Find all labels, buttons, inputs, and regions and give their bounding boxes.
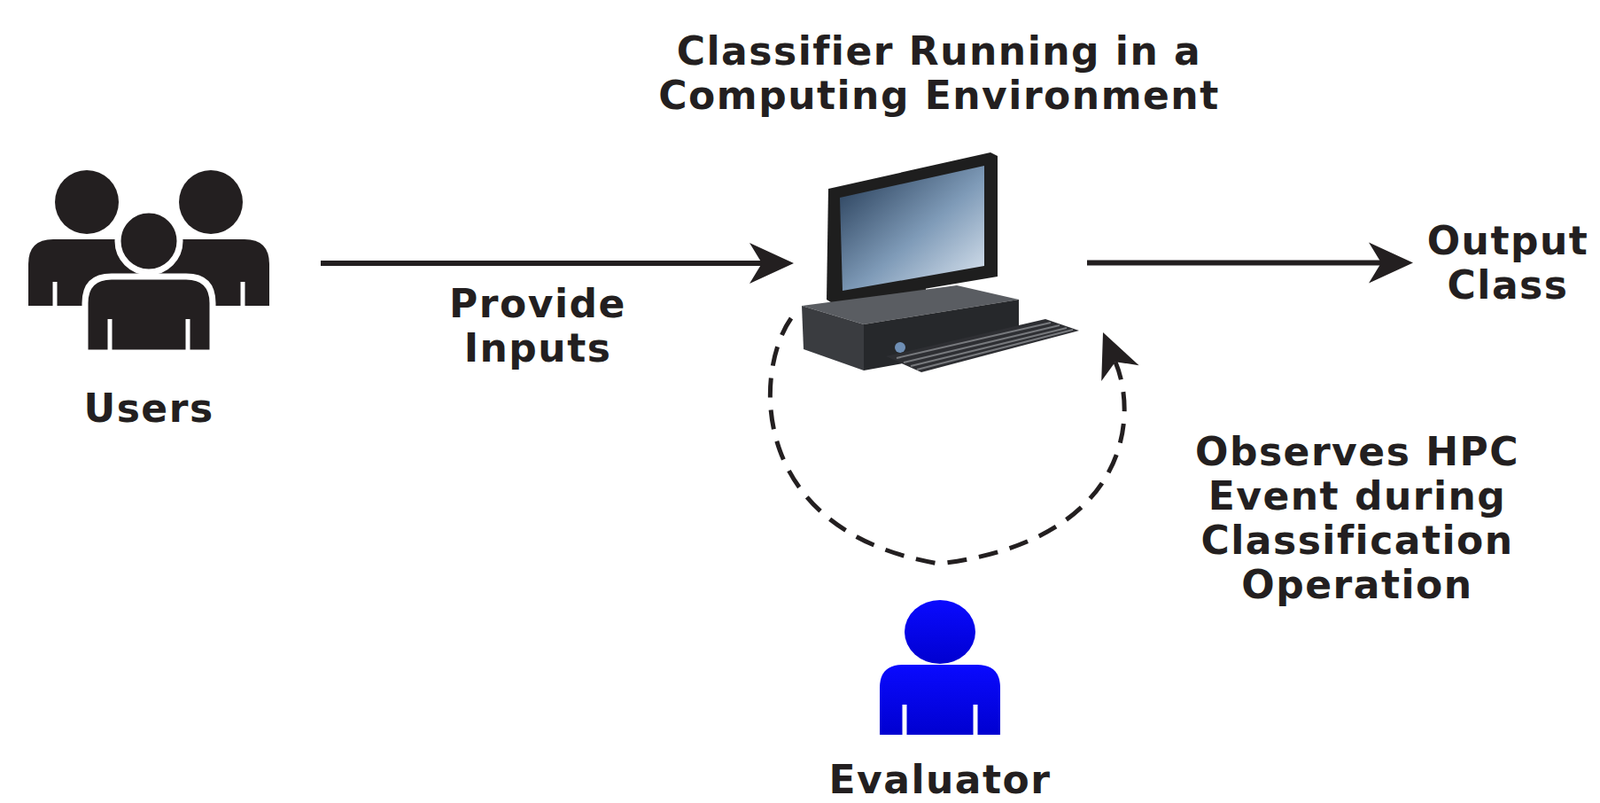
connector-line (320, 260, 762, 266)
output-node: Output Class (1422, 218, 1593, 308)
classifier-node: Classifier Running in a Computing Enviro… (799, 153, 1080, 373)
input-arrow (320, 242, 794, 284)
observe-loop (769, 318, 1139, 564)
arrow-head (1101, 332, 1139, 381)
connector-line (769, 318, 1125, 564)
users-figure (28, 170, 270, 353)
arrow-head (749, 242, 794, 284)
users-node: Users (28, 175, 270, 351)
connector-line (1087, 260, 1382, 266)
node-text: Output Class (1422, 218, 1593, 308)
node-label: Classifier Running in a Computing Enviro… (646, 29, 1232, 118)
evaluator-figure (879, 599, 1001, 736)
computer-figure (801, 152, 1080, 373)
output-arrow (1087, 242, 1414, 284)
node-label: Evaluator (798, 757, 1082, 802)
node-label: Users (7, 386, 291, 431)
evaluator-node: Evaluator (879, 599, 1001, 735)
arrow-head (1368, 242, 1414, 284)
edge-label: Observes HPC Event during Classification… (1180, 429, 1535, 607)
edge-label: Provide Inputs (422, 281, 653, 371)
